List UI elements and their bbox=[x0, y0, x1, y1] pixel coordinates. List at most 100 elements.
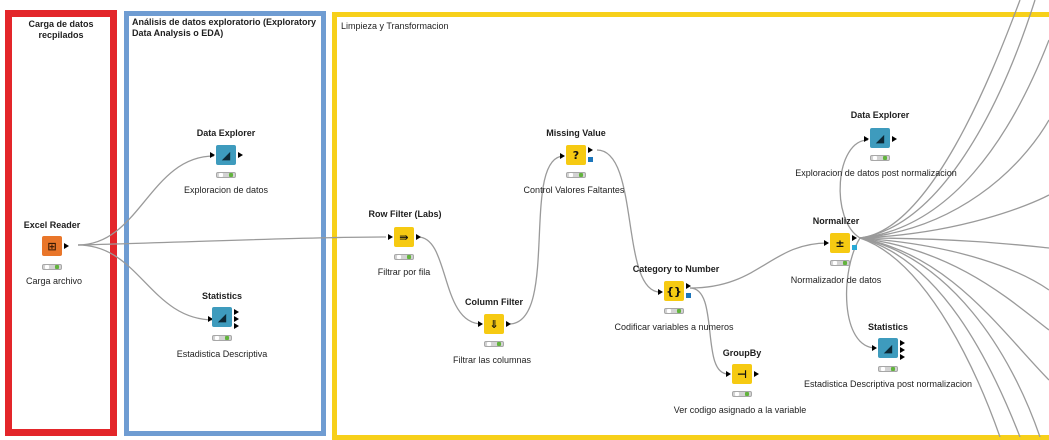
output-port[interactable] bbox=[686, 283, 691, 289]
node-title: Statistics bbox=[867, 322, 909, 332]
connection bbox=[689, 242, 829, 289]
node-title: Category to Number bbox=[632, 264, 720, 274]
connection bbox=[859, 39, 1049, 239]
node-description: Exploracion de datos bbox=[183, 185, 269, 195]
node-title: Data Explorer bbox=[196, 128, 256, 138]
annotation-data-loading[interactable]: Carga de datos recpilados bbox=[5, 10, 117, 436]
node-description: Codificar variables a numeros bbox=[614, 322, 734, 332]
connection bbox=[508, 155, 565, 325]
connection bbox=[846, 237, 877, 349]
node-title: GroupBy bbox=[722, 348, 762, 358]
model-output-port[interactable] bbox=[686, 293, 691, 298]
output-port[interactable] bbox=[892, 136, 897, 142]
node-title: Row Filter (Labs) bbox=[368, 209, 442, 219]
groupby-icon[interactable]: ⊣ bbox=[732, 364, 752, 384]
connection bbox=[77, 236, 387, 246]
node-description: Estadistica Descriptiva post normalizaci… bbox=[803, 379, 973, 389]
connection bbox=[839, 139, 869, 239]
node-description: Filtrar las columnas bbox=[452, 355, 532, 365]
column-filter-icon[interactable]: ⇓ bbox=[484, 314, 504, 334]
node-description: Carga archivo bbox=[25, 276, 83, 286]
normalizer-icon[interactable]: ± bbox=[830, 233, 850, 253]
output-port[interactable] bbox=[754, 371, 759, 377]
node-description: Normalizador de datos bbox=[790, 275, 882, 285]
output-port[interactable] bbox=[234, 323, 239, 329]
node-description: Filtrar por fila bbox=[377, 267, 431, 277]
node-status-indicator bbox=[566, 172, 586, 178]
output-port[interactable] bbox=[900, 347, 905, 353]
excel-reader-icon[interactable]: ⊞ bbox=[42, 236, 62, 256]
annotation-eda[interactable]: Análisis de datos exploratorio (Explorat… bbox=[124, 11, 326, 436]
annotation-title: Carga de datos recpilados bbox=[28, 19, 94, 40]
output-port[interactable] bbox=[234, 316, 239, 322]
node-status-indicator bbox=[42, 264, 62, 270]
output-port[interactable] bbox=[852, 235, 857, 241]
connection bbox=[77, 244, 215, 321]
connection bbox=[859, 237, 1001, 437]
input-port[interactable] bbox=[658, 289, 663, 295]
node-status-indicator bbox=[732, 391, 752, 397]
connection bbox=[859, 237, 1049, 381]
connection bbox=[859, 237, 1021, 437]
input-port[interactable] bbox=[388, 234, 393, 240]
statistics-icon[interactable]: ◢ bbox=[212, 307, 232, 327]
node-title: Excel Reader bbox=[23, 220, 81, 230]
output-port[interactable] bbox=[64, 243, 69, 249]
connection bbox=[596, 149, 661, 293]
connection bbox=[859, 237, 1041, 437]
node-title: Normalizer bbox=[812, 216, 860, 226]
node-title: Column Filter bbox=[465, 297, 523, 307]
missing-value-icon[interactable]: ? bbox=[566, 145, 586, 165]
input-port[interactable] bbox=[208, 316, 213, 322]
connection bbox=[859, 119, 1049, 239]
input-port[interactable] bbox=[824, 240, 829, 246]
node-status-indicator bbox=[870, 155, 890, 161]
data-explorer-icon[interactable]: ◢ bbox=[870, 128, 890, 148]
node-description: Ver codigo asignado a la variable bbox=[673, 405, 807, 415]
output-port[interactable] bbox=[234, 309, 239, 315]
node-status-indicator bbox=[664, 308, 684, 314]
output-port[interactable] bbox=[588, 147, 593, 153]
node-status-indicator bbox=[830, 260, 850, 266]
connection bbox=[859, 0, 1036, 239]
node-title: Missing Value bbox=[546, 128, 606, 138]
node-status-indicator bbox=[394, 254, 414, 260]
connection bbox=[417, 236, 483, 325]
node-title: Statistics bbox=[201, 291, 243, 301]
node-description: Estadistica Descriptiva bbox=[176, 349, 268, 359]
connection bbox=[859, 0, 1021, 239]
output-port[interactable] bbox=[238, 152, 243, 158]
output-port[interactable] bbox=[506, 321, 511, 327]
node-status-indicator bbox=[212, 335, 232, 341]
annotation-title: Limpieza y Transformacion bbox=[341, 21, 449, 31]
connection bbox=[859, 237, 1049, 331]
connection bbox=[77, 155, 215, 246]
input-port[interactable] bbox=[210, 152, 215, 158]
input-port[interactable] bbox=[478, 321, 483, 327]
statistics-icon[interactable]: ◢ bbox=[878, 338, 898, 358]
category-to-number-icon[interactable]: {} bbox=[664, 281, 684, 301]
input-port[interactable] bbox=[872, 345, 877, 351]
node-description: Control Valores Faltantes bbox=[523, 185, 625, 195]
model-output-port[interactable] bbox=[588, 157, 593, 162]
output-port[interactable] bbox=[900, 340, 905, 346]
input-port[interactable] bbox=[864, 136, 869, 142]
node-status-indicator bbox=[878, 366, 898, 372]
node-status-indicator bbox=[216, 172, 236, 178]
connection bbox=[859, 237, 1049, 249]
input-port[interactable] bbox=[726, 371, 731, 377]
input-port[interactable] bbox=[560, 153, 565, 159]
row-filter-icon[interactable]: ⇛ bbox=[394, 227, 414, 247]
node-status-indicator bbox=[484, 341, 504, 347]
data-explorer-icon[interactable]: ◢ bbox=[216, 145, 236, 165]
connection bbox=[859, 237, 1049, 291]
connection bbox=[859, 194, 1049, 239]
node-description: Exploracion de datos post normalizacion bbox=[795, 168, 957, 178]
node-title: Data Explorer bbox=[850, 110, 910, 120]
output-port[interactable] bbox=[900, 354, 905, 360]
annotation-title: Análisis de datos exploratorio (Explorat… bbox=[132, 17, 317, 38]
connection bbox=[689, 287, 729, 375]
output-port[interactable] bbox=[416, 234, 421, 240]
model-output-port[interactable] bbox=[852, 245, 857, 250]
